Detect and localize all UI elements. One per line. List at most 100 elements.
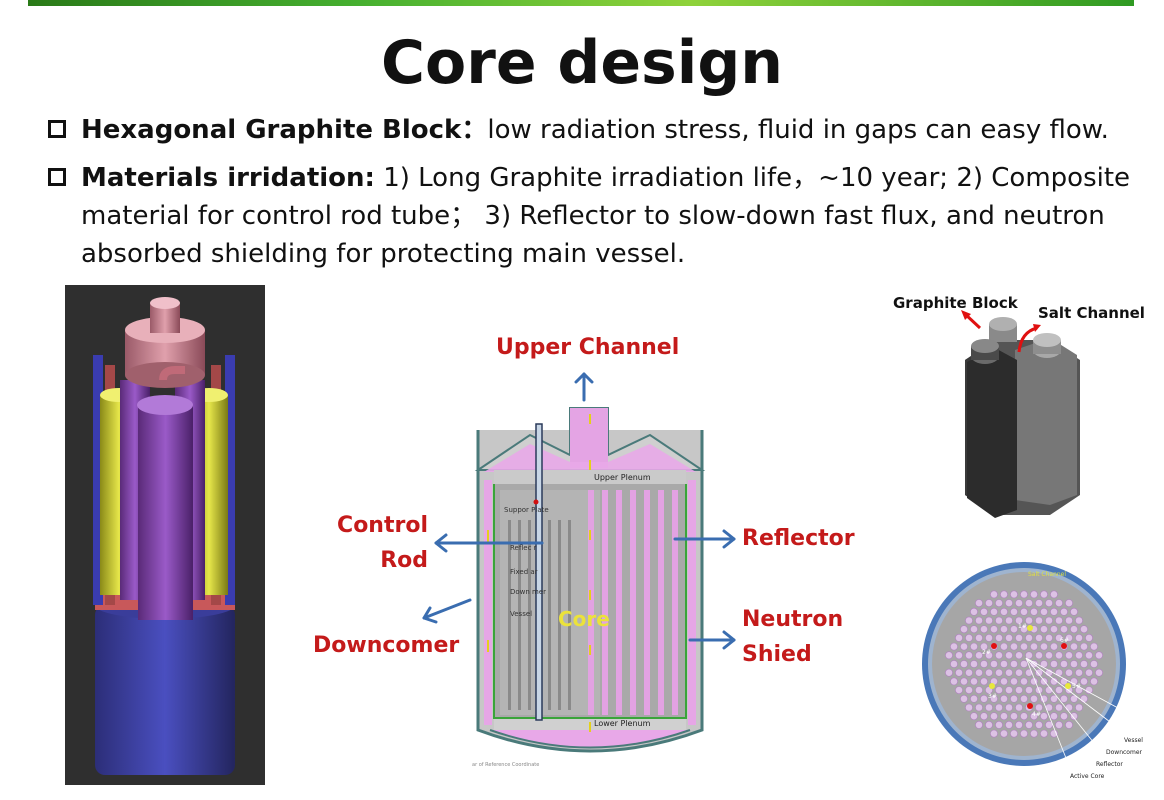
hex-channel — [960, 694, 968, 703]
hex-channel — [1060, 625, 1068, 634]
hex-channel — [955, 686, 963, 694]
hex-channel — [1085, 634, 1093, 642]
hex-channel — [975, 599, 983, 607]
hex-channel — [1010, 642, 1018, 651]
hex-channel — [1055, 686, 1063, 694]
hex-channel — [955, 668, 963, 677]
hex-channel — [1000, 590, 1008, 599]
hex-channel — [1045, 634, 1053, 642]
hex-channel — [1045, 616, 1053, 625]
hex-channel — [970, 677, 978, 686]
hex-channel — [1020, 712, 1028, 721]
hex-channel — [1035, 668, 1043, 677]
hex-channel — [1095, 668, 1103, 677]
hex-channel — [1015, 634, 1023, 642]
checkbox-icon — [48, 120, 66, 138]
hex-channel — [985, 703, 993, 712]
graphite-block-image — [961, 310, 1080, 518]
hex-channel — [975, 686, 983, 694]
hex-channel — [985, 616, 993, 625]
hex-channel — [1030, 729, 1038, 738]
hex-channel — [1065, 651, 1073, 660]
hex-channel — [975, 616, 983, 625]
hex-channel — [1040, 590, 1048, 599]
hex-channel — [1095, 651, 1103, 660]
hex-channel — [955, 634, 963, 642]
hex-channel — [975, 634, 983, 642]
hex-channel — [1030, 712, 1038, 721]
hex-channel — [1090, 642, 1098, 651]
hex-channel — [1070, 642, 1078, 651]
position-5: 5# — [1072, 683, 1081, 690]
lower-plenum-label: Lower Plenum — [594, 719, 651, 728]
hex-channel — [1010, 660, 1018, 668]
hex-channel — [1000, 660, 1008, 668]
hex-channel — [1065, 634, 1073, 642]
page-title: Core design — [380, 28, 783, 98]
downcomer-label: Downcomer — [313, 633, 460, 658]
hex-channel — [1005, 720, 1013, 729]
hex-channel — [995, 668, 1003, 677]
schematic-arrows — [422, 372, 736, 650]
salt-channel-label: Salt Channel — [1038, 304, 1145, 322]
hex-channel — [980, 677, 988, 686]
hex-channel — [1025, 616, 1033, 625]
hex-channel — [1080, 625, 1088, 634]
hex-channel — [1055, 651, 1063, 660]
hex-channel — [1050, 642, 1058, 651]
reactor-3d-render — [65, 285, 265, 785]
hex-channel — [985, 634, 993, 642]
neutron-label-2: Shied — [742, 642, 812, 667]
hex-channel — [1050, 677, 1058, 686]
hex-channel — [1030, 607, 1038, 616]
position-3: 3# — [988, 693, 997, 700]
hex-channel — [1000, 625, 1008, 634]
hex-channel — [1055, 634, 1063, 642]
hex-channel — [995, 599, 1003, 607]
hex-channel — [970, 660, 978, 668]
hex-channel — [970, 625, 978, 634]
hex-channel — [980, 607, 988, 616]
hex-channel — [1005, 634, 1013, 642]
hex-channel — [1070, 625, 1078, 634]
core-cross-section: Salt Channel 1# 2# 3# 4# 5# 6# Vessel Do… — [922, 562, 1143, 780]
hex-channel — [995, 703, 1003, 712]
hex-channel — [1055, 616, 1063, 625]
hex-channel — [990, 625, 998, 634]
hex-channel — [995, 634, 1003, 642]
bullet-head: Materials irridation: — [81, 163, 375, 193]
hex-channel — [1050, 625, 1058, 634]
hex-channel — [955, 651, 963, 660]
hex-channel — [1030, 694, 1038, 703]
inner-reflector-label: Reflec r — [510, 544, 537, 552]
core-schematic: Upper Plenum Lower Plenum Suppor Plate R… — [470, 400, 710, 772]
hex-channel — [1020, 677, 1028, 686]
hex-channel — [1050, 590, 1058, 599]
hex-channel — [1060, 660, 1068, 668]
legend-vessel: Vessel — [1124, 737, 1143, 744]
hex-channel — [1020, 642, 1028, 651]
hex-channel — [1010, 607, 1018, 616]
hex-channel — [1065, 599, 1073, 607]
hex-channel — [985, 599, 993, 607]
hex-channel — [980, 642, 988, 651]
hex-channel — [975, 703, 983, 712]
hex-channel — [1055, 720, 1063, 729]
hex-channel — [1080, 642, 1088, 651]
hex-channel — [950, 677, 958, 686]
hex-channel — [1065, 616, 1073, 625]
hex-channel — [990, 712, 998, 721]
hex-channel — [1080, 660, 1088, 668]
inner-downcomer-label: Down mer — [510, 588, 546, 596]
position-1: 1# — [1018, 623, 1027, 630]
hex-channel — [1055, 668, 1063, 677]
position-6: 6# — [1060, 637, 1069, 644]
inner-vessel-label: Vessel — [510, 610, 532, 618]
hex-channel — [1005, 686, 1013, 694]
hex-channel — [1075, 651, 1083, 660]
hex-channel — [985, 668, 993, 677]
hex-channel — [1010, 677, 1018, 686]
hex-channel — [985, 720, 993, 729]
hex-channel — [960, 677, 968, 686]
hex-channel — [1015, 686, 1023, 694]
